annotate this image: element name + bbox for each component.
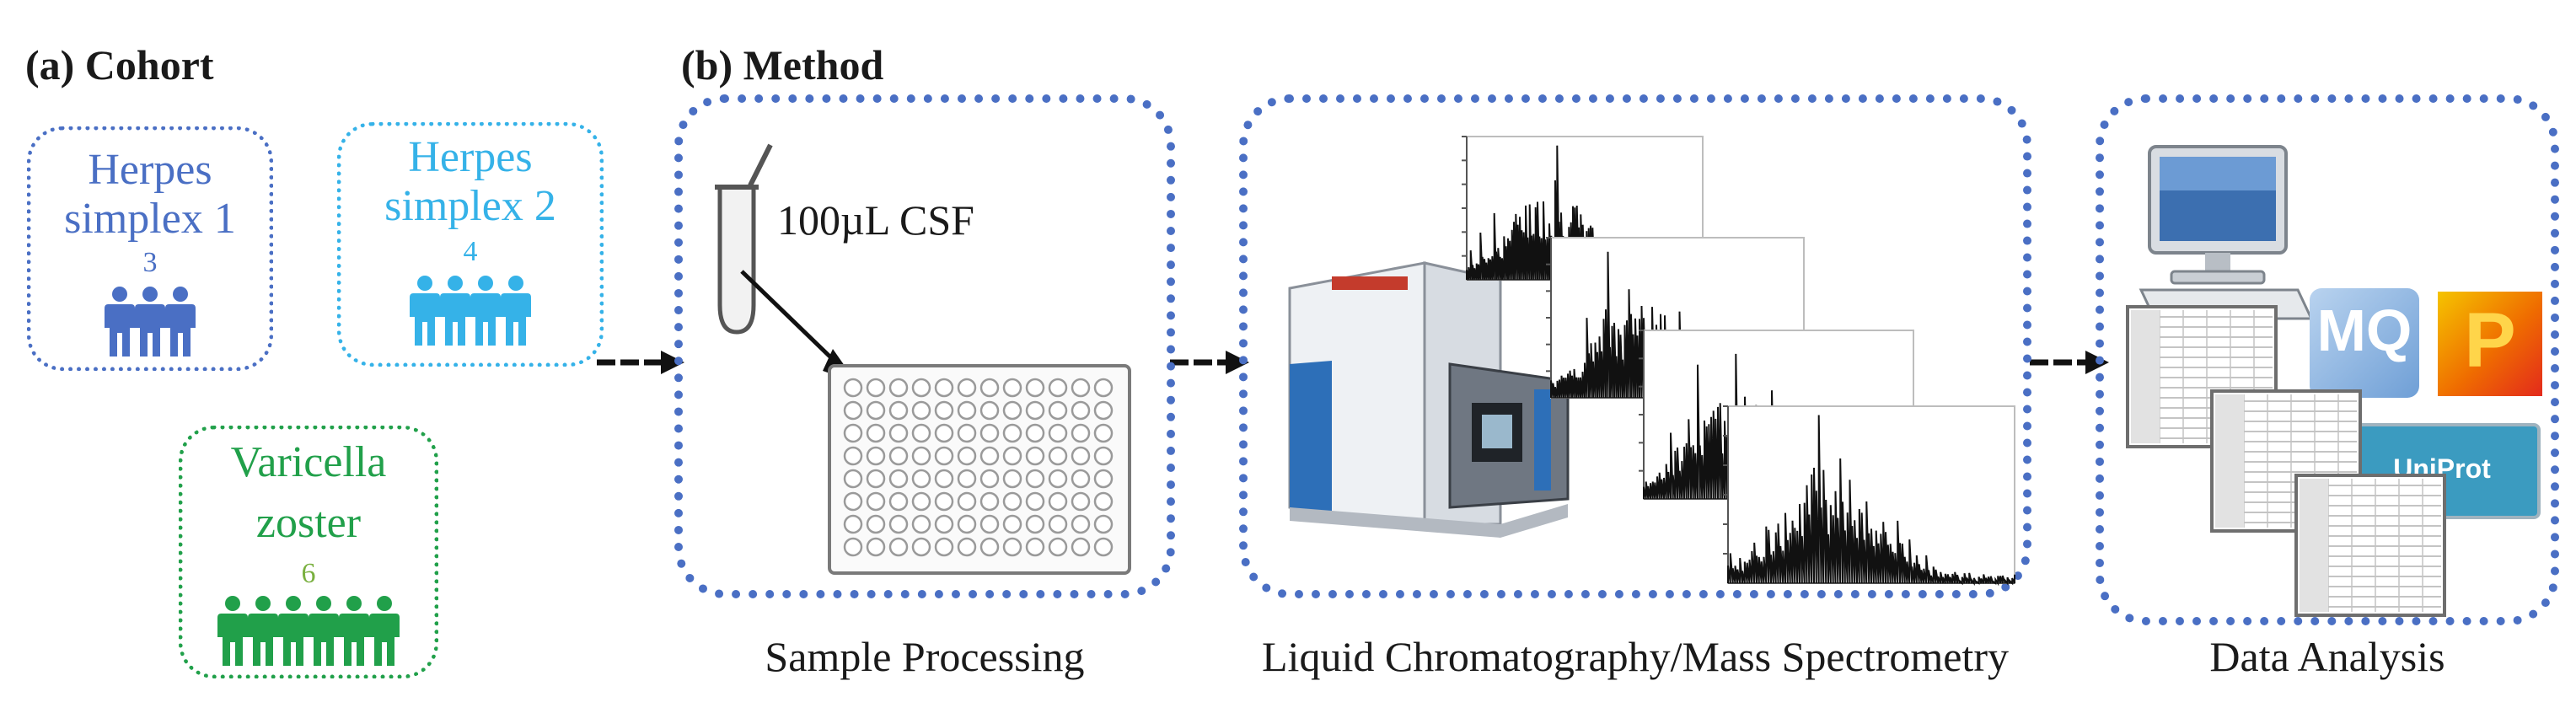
person-icon bbox=[410, 276, 440, 346]
maxquant-logo-text: MQ bbox=[2316, 298, 2412, 363]
group-count: 4 bbox=[463, 236, 478, 267]
mass-spectrometer-icon bbox=[1288, 261, 1570, 538]
people-row bbox=[183, 595, 434, 667]
perseus-logo-text: P bbox=[2464, 298, 2516, 383]
sample-volume-label: 100µL CSF bbox=[777, 196, 974, 244]
person-icon bbox=[105, 287, 135, 356]
data-analysis-box: MQ P UniProt bbox=[2096, 94, 2559, 625]
arrow-cohort-to-method bbox=[597, 351, 684, 374]
group-name-line2: simplex 1 bbox=[64, 195, 236, 243]
person-icon bbox=[440, 276, 470, 346]
group-name-line1: Varicella bbox=[230, 438, 387, 486]
person-icon bbox=[278, 596, 309, 666]
data-analysis-caption: Data Analysis bbox=[2209, 633, 2445, 680]
person-icon bbox=[248, 596, 278, 666]
cohort-section-title: (a) Cohort bbox=[25, 41, 214, 88]
group-count: 3 bbox=[142, 247, 158, 278]
group-name-line2: zoster bbox=[255, 499, 362, 547]
person-icon bbox=[470, 276, 501, 346]
spreadsheet-icon bbox=[2294, 474, 2446, 617]
arrow-processing-to-lcms bbox=[1170, 351, 1249, 374]
spectrum-icon bbox=[1462, 136, 2015, 587]
cohort-group-hsv2: Herpes simplex 2 4 bbox=[337, 122, 604, 367]
person-icon bbox=[165, 287, 196, 356]
method-section-title: (b) Method bbox=[681, 41, 884, 88]
perseus-logo: P bbox=[2438, 292, 2542, 396]
people-row bbox=[31, 286, 269, 358]
person-icon bbox=[339, 596, 369, 666]
sample-processing-box: 100µL CSF bbox=[674, 94, 1175, 598]
lcms-box bbox=[1239, 94, 2031, 598]
person-icon bbox=[309, 596, 339, 666]
lcms-caption: Liquid Chromatography/Mass Spectrometry bbox=[1262, 633, 2009, 680]
person-icon bbox=[135, 287, 165, 356]
person-icon bbox=[501, 276, 531, 346]
group-count: 6 bbox=[301, 558, 316, 589]
sample-processing-caption: Sample Processing bbox=[765, 633, 1085, 680]
person-icon bbox=[217, 596, 248, 666]
people-row bbox=[341, 275, 599, 347]
computer-icon bbox=[2139, 145, 2314, 320]
cohort-group-vzv: Varicella zoster 6 bbox=[179, 426, 438, 678]
cohort-group-hsv1: Herpes simplex 1 3 bbox=[27, 126, 273, 371]
group-name-line2: simplex 2 bbox=[384, 182, 556, 230]
person-icon bbox=[369, 596, 400, 666]
tube-icon bbox=[715, 143, 773, 335]
maxquant-logo: MQ bbox=[2310, 288, 2419, 398]
group-name-line1: Herpes bbox=[408, 133, 533, 181]
group-name-line1: Herpes bbox=[88, 146, 212, 194]
well-plate-icon bbox=[828, 364, 1131, 575]
